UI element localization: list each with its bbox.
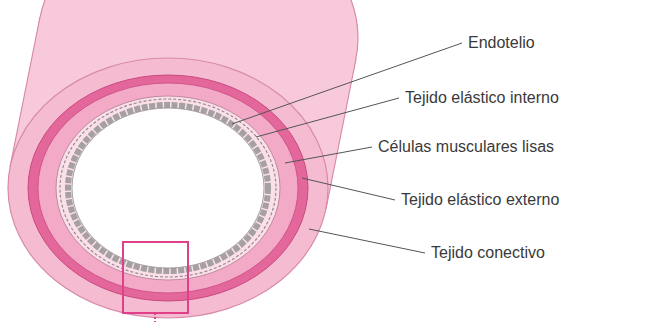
external-elastic-layer bbox=[28, 75, 308, 301]
part-label: Células musculares lisas bbox=[376, 138, 556, 156]
connective-layer bbox=[8, 58, 328, 318]
endothelium-cells bbox=[68, 105, 268, 271]
part-label: Endotelio bbox=[466, 34, 537, 52]
leader-line bbox=[309, 229, 425, 253]
internal-elastic-layer bbox=[56, 96, 280, 280]
part-label: Tejido elástico externo bbox=[399, 191, 561, 209]
internal-elastic-wave bbox=[60, 99, 276, 277]
part-label: Tejido elástico interno bbox=[403, 89, 561, 107]
detail-frame bbox=[123, 242, 188, 313]
part-label: Tejido conectivo bbox=[429, 244, 547, 262]
leader-line bbox=[285, 147, 372, 163]
lumen bbox=[72, 108, 264, 268]
leader-line bbox=[302, 178, 395, 200]
leader-line bbox=[256, 98, 399, 137]
detail-tick bbox=[154, 313, 156, 322]
